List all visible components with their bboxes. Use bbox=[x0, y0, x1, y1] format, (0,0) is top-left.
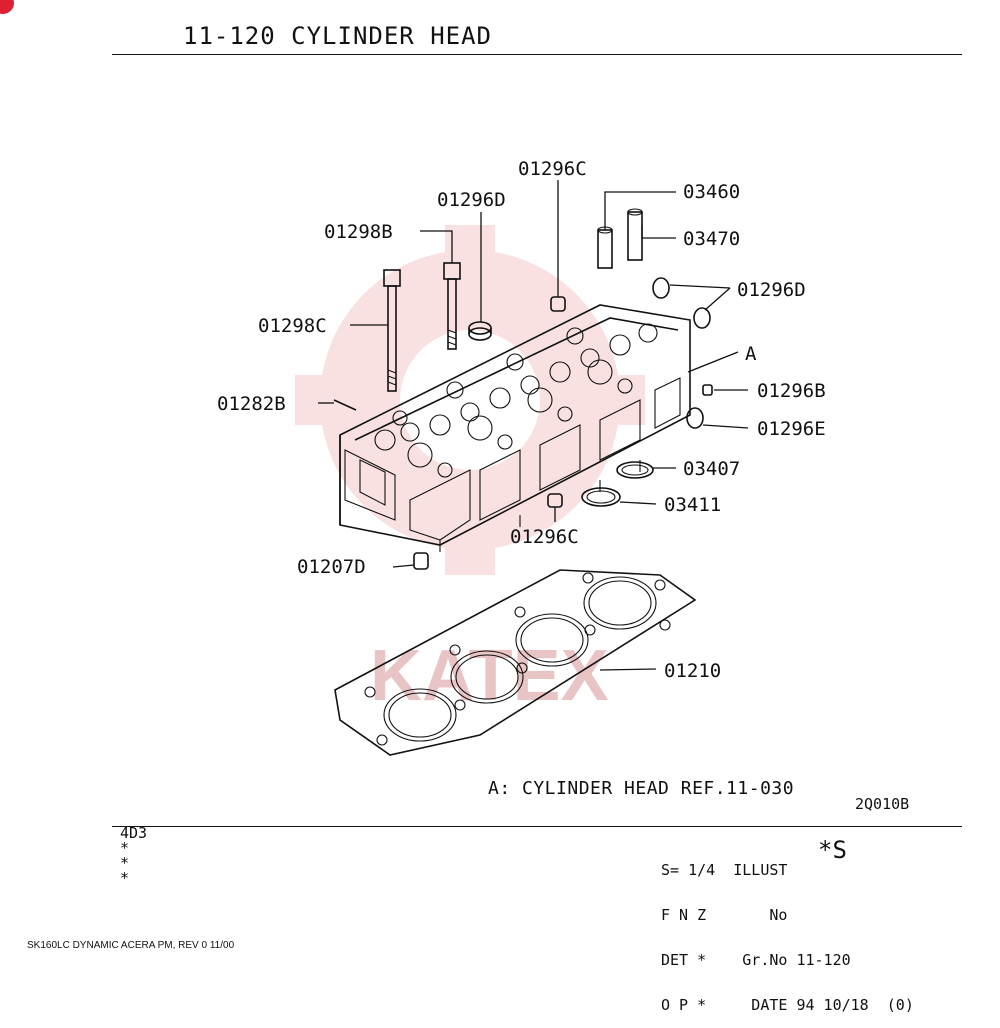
callout-01296c-top: 01296C bbox=[518, 158, 587, 180]
page-title: 11-120 CYLINDER HEAD bbox=[183, 22, 492, 50]
meta-det-grno: DET * Gr.No 11-120 bbox=[661, 951, 851, 969]
illust-no-value: *S bbox=[818, 836, 847, 864]
title-rule bbox=[112, 54, 962, 55]
leader-lines bbox=[318, 180, 749, 671]
callout-01298b: 01298B bbox=[324, 221, 393, 243]
footer-rule bbox=[112, 826, 962, 827]
head-gasket-illustration bbox=[334, 569, 697, 756]
callout-01207d: 01207D bbox=[297, 556, 366, 578]
callout-01296e: 01296E bbox=[757, 418, 826, 440]
reference-note: A: CYLINDER HEAD REF.11-030 bbox=[488, 778, 795, 799]
meta-block: S= 1/4 ILLUST F N Z No DET * Gr.No 11-12… bbox=[661, 833, 914, 1028]
parts-diagram: KATEX bbox=[217, 158, 826, 756]
left-codes: 4D3 * * * bbox=[120, 826, 147, 886]
callout-03470: 03470 bbox=[683, 228, 740, 250]
callout-03411: 03411 bbox=[664, 494, 721, 516]
callout-a: A bbox=[745, 343, 757, 365]
callout-01282b: 01282B bbox=[217, 393, 286, 415]
left-code-star-1: * bbox=[120, 839, 130, 857]
callout-01296d-upper: 01296D bbox=[437, 189, 506, 211]
cylinder-head-illustration bbox=[339, 304, 691, 552]
head-bolts-illustration bbox=[383, 262, 461, 392]
callout-01296d-right: 01296D bbox=[737, 279, 806, 301]
callout-01298c: 01298C bbox=[258, 315, 327, 337]
corner-badge bbox=[0, 0, 14, 14]
watermark-gear bbox=[295, 225, 645, 575]
callout-01210: 01210 bbox=[664, 660, 721, 682]
meta-fnz-no: F N Z No bbox=[661, 906, 788, 924]
drawing-number: 2Q010B bbox=[855, 795, 910, 813]
meta-scale-illust: S= 1/4 ILLUST bbox=[661, 861, 788, 879]
callout-01296c-bottom: 01296C bbox=[510, 526, 579, 548]
callout-03460: 03460 bbox=[683, 181, 740, 203]
page-footer: SK160LC DYNAMIC ACERA PM, REV 0 11/00 bbox=[27, 940, 235, 951]
left-code-model: 4D3 bbox=[120, 824, 148, 842]
callout-01296b: 01296B bbox=[757, 380, 826, 402]
left-code-star-2: * bbox=[120, 854, 130, 872]
callout-03407: 03407 bbox=[683, 458, 740, 480]
left-code-star-3: * bbox=[120, 869, 130, 887]
meta-op-date: O P * DATE 94 10/18 (0) bbox=[661, 996, 914, 1014]
